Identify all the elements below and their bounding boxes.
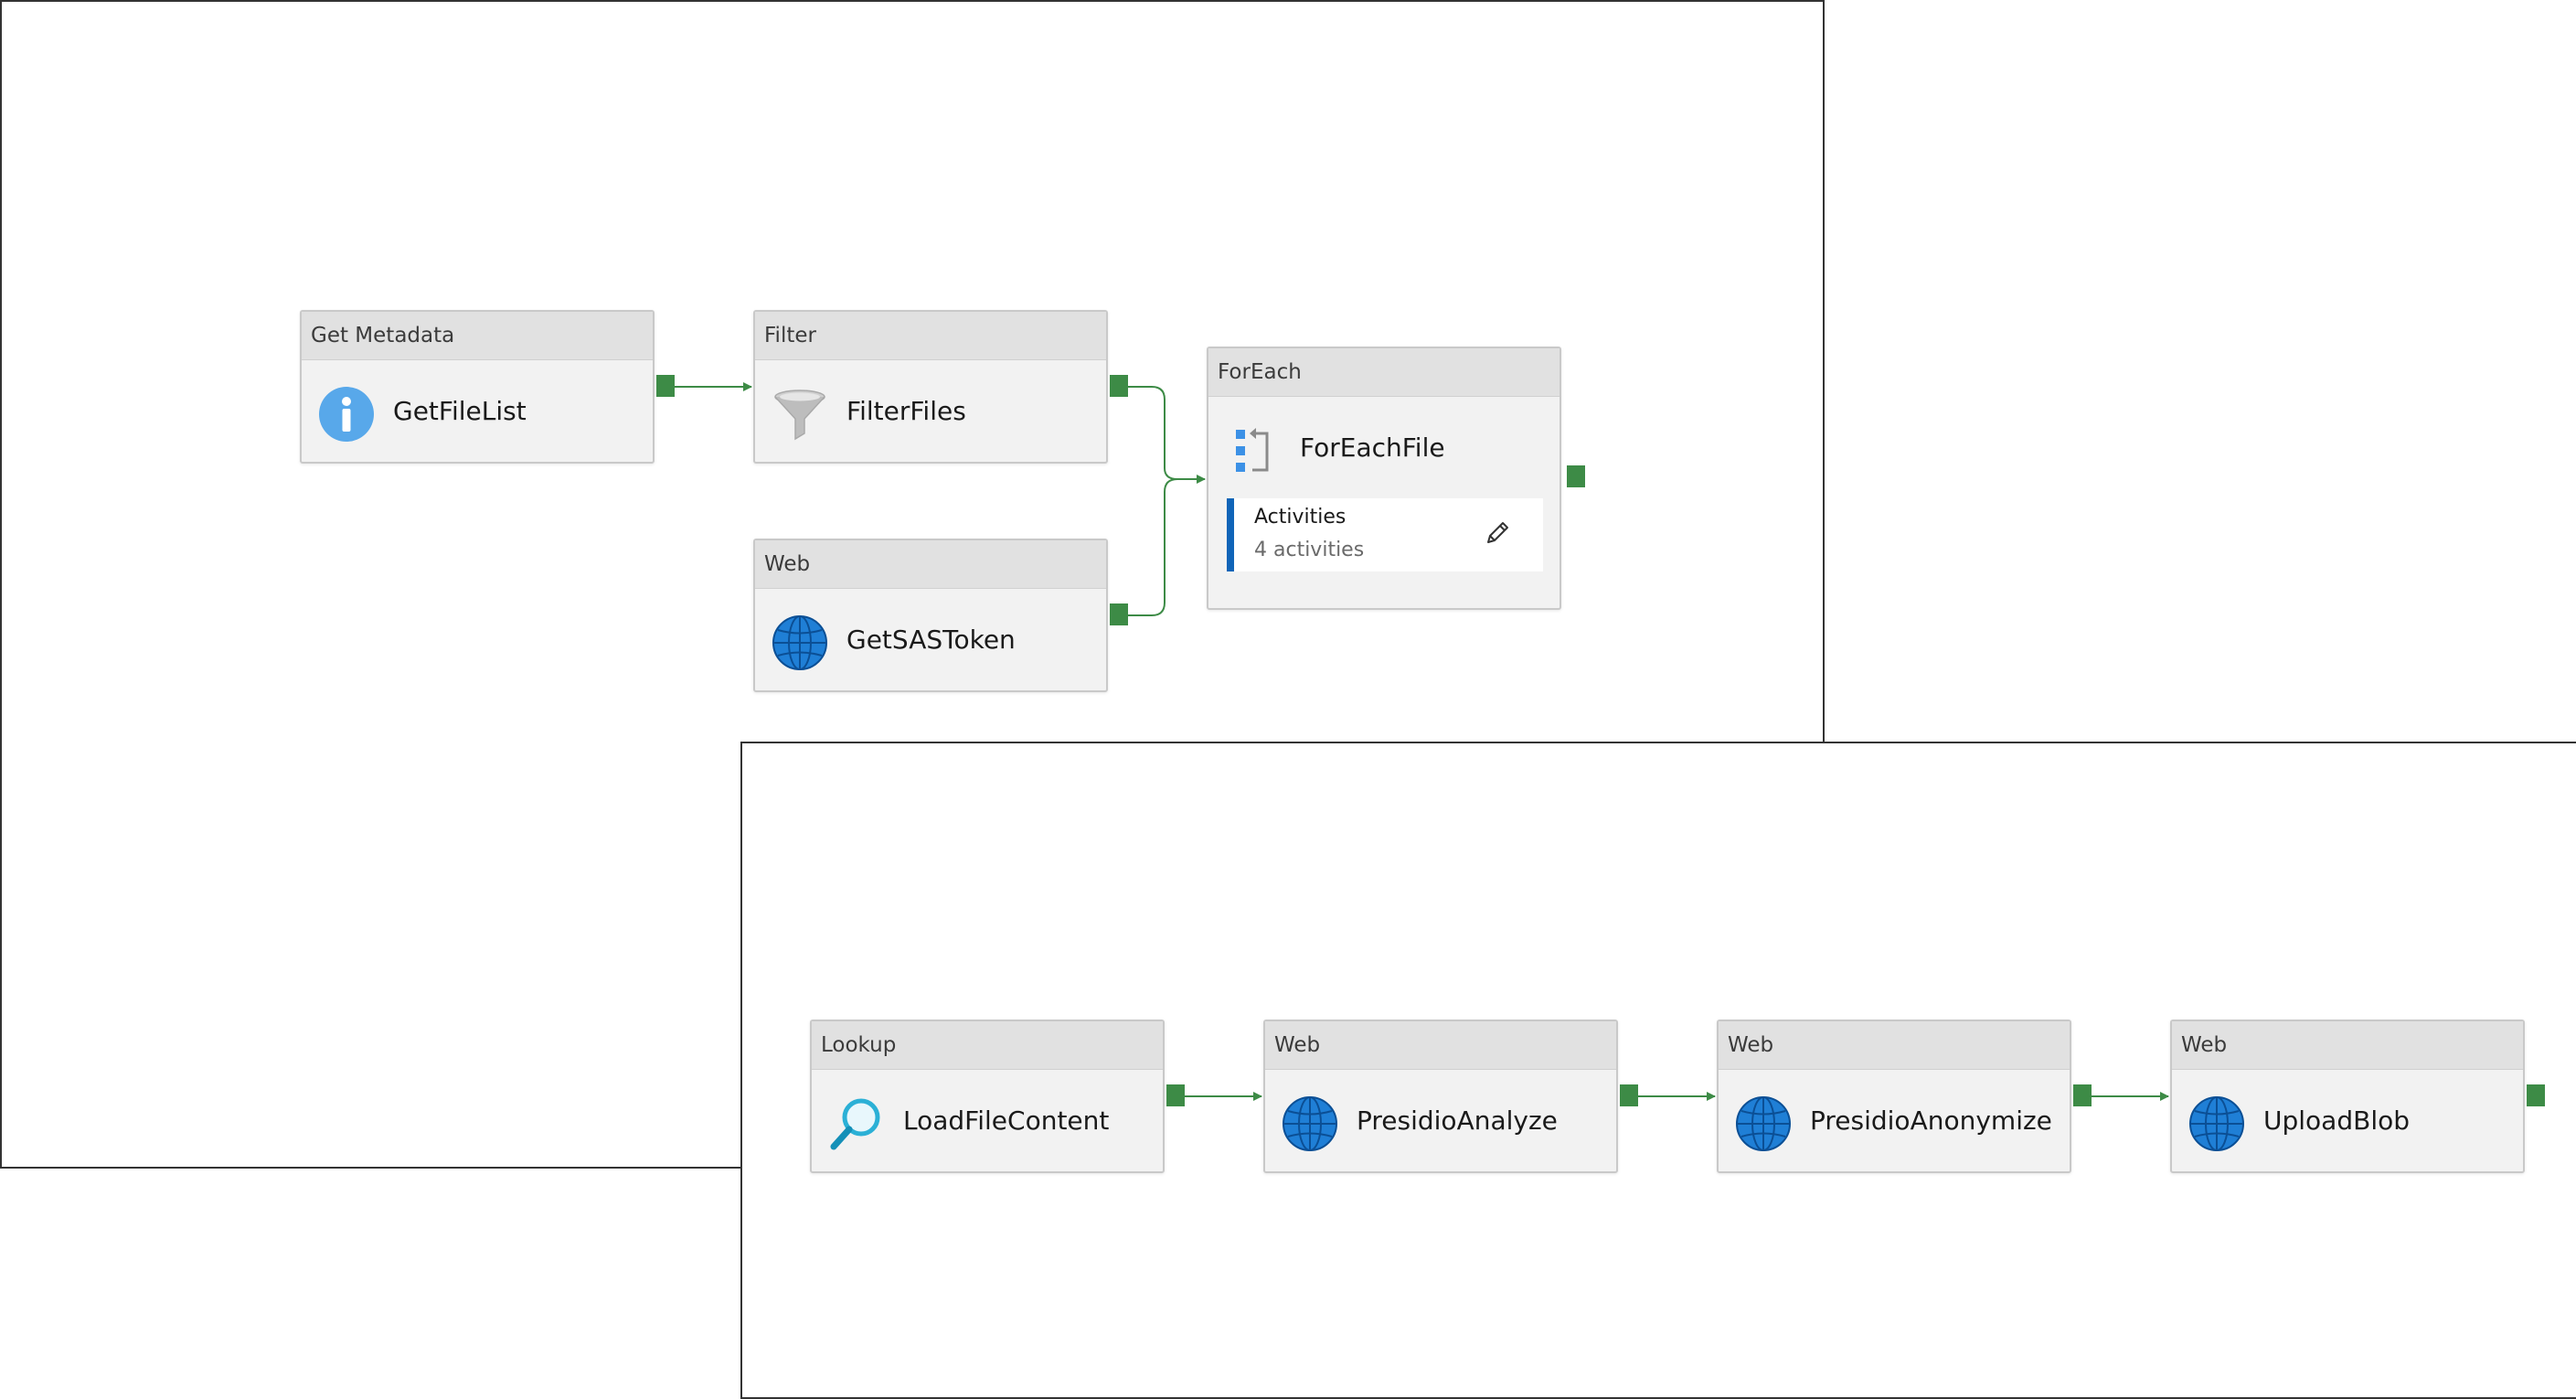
activity-loadfilecontent[interactable]: Lookup LoadFileContent — [810, 1020, 1185, 1173]
activity-type-label: Get Metadata — [302, 312, 653, 360]
activity-type-label: Lookup — [812, 1021, 1163, 1070]
globe-icon — [1736, 1096, 1791, 1151]
inner-activities-title: Activities — [1254, 506, 1347, 529]
success-output-port[interactable] — [1567, 465, 1585, 487]
globe-icon — [2189, 1096, 2244, 1151]
activity-type-label: Web — [2172, 1021, 2523, 1070]
info-icon — [319, 387, 374, 442]
success-output-port[interactable] — [2527, 1084, 2545, 1106]
activity-name: PresidioAnonymize — [1810, 1105, 2052, 1136]
funnel-icon — [774, 390, 825, 441]
activity-type-label: Web — [1719, 1021, 2070, 1070]
activity-foreachfile[interactable]: ForEach ForEachFile Activities 4 activit… — [1207, 347, 1585, 610]
activity-uploadblob[interactable]: Web UploadBlob — [2170, 1020, 2545, 1173]
inner-activities-card[interactable]: Activities 4 activities — [1227, 498, 1543, 571]
activity-name: ForEachFile — [1300, 433, 1445, 463]
success-output-port[interactable] — [1110, 375, 1128, 397]
activity-name: UploadBlob — [2263, 1105, 2411, 1136]
connector-getsastoken-to-foreachfile — [1124, 478, 1178, 616]
success-output-port[interactable] — [1110, 603, 1128, 625]
inner-activities-count: 4 activities — [1254, 539, 1365, 561]
inner-pipeline-canvas: Lookup LoadFileContent Web PresidioAnaly… — [740, 742, 2576, 1399]
activity-type-label: Web — [755, 540, 1106, 589]
activity-filterfiles[interactable]: Filter FilterFiles — [753, 310, 1128, 464]
success-output-port[interactable] — [2073, 1084, 2092, 1106]
activity-type-label: Web — [1265, 1021, 1616, 1070]
magnifier-icon — [830, 1098, 880, 1150]
connector-filterfiles-to-foreachfile — [1124, 386, 1206, 484]
activity-presidioanonymize[interactable]: Web PresidioAnonymize — [1717, 1020, 2092, 1173]
pencil-icon[interactable] — [1483, 518, 1512, 548]
activity-getsastoken[interactable]: Web GetSASToken — [753, 539, 1128, 692]
activity-name: LoadFileContent — [903, 1105, 1110, 1136]
success-output-port[interactable] — [1620, 1084, 1638, 1106]
foreach-icon — [1236, 428, 1269, 472]
success-output-port[interactable] — [656, 375, 675, 397]
activity-name: PresidioAnalyze — [1357, 1105, 1558, 1136]
activity-name: FilterFiles — [846, 396, 966, 426]
activity-type-label: Filter — [755, 312, 1106, 360]
success-output-port[interactable] — [1166, 1084, 1185, 1106]
globe-icon — [1283, 1096, 1337, 1151]
activity-getfilelist[interactable]: Get Metadata GetFileList — [300, 310, 675, 464]
activity-name: GetSASToken — [846, 625, 1016, 655]
activity-presidioanalyze[interactable]: Web PresidioAnalyze — [1263, 1020, 1638, 1173]
activity-name: GetFileList — [393, 396, 527, 426]
activity-type-label: ForEach — [1208, 348, 1559, 397]
globe-icon — [772, 615, 827, 670]
